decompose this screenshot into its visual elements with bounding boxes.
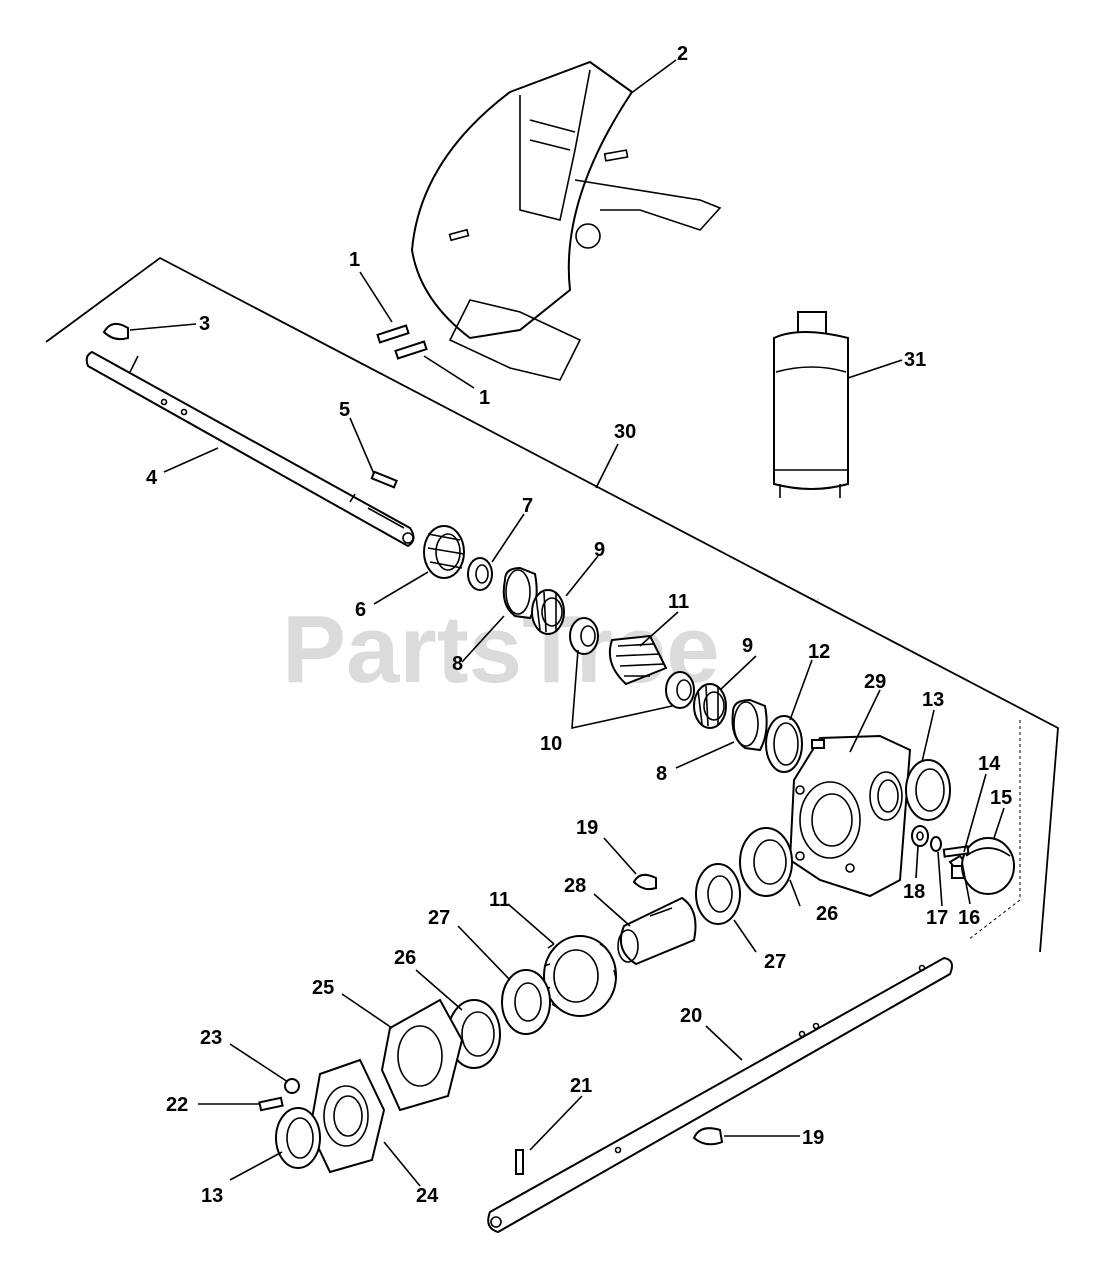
leader-lines bbox=[129, 59, 1005, 1187]
callout-14: 14 bbox=[978, 753, 1001, 775]
flange-bearing-part[interactable] bbox=[739, 827, 793, 897]
callout-13: 13 bbox=[201, 1185, 223, 1207]
worm-shaft-part[interactable] bbox=[85, 350, 415, 548]
chute-housing-part[interactable] bbox=[410, 60, 722, 381]
washer-part[interactable] bbox=[467, 557, 493, 591]
callout-9: 9 bbox=[742, 635, 753, 657]
callout-19: 19 bbox=[802, 1127, 824, 1149]
callout-4: 4 bbox=[146, 467, 158, 489]
callout-26: 26 bbox=[816, 903, 838, 925]
spring-part[interactable] bbox=[423, 525, 465, 579]
spacer-part[interactable] bbox=[665, 671, 695, 709]
callout-30: 30 bbox=[614, 421, 636, 443]
lockwasher-part[interactable] bbox=[930, 836, 942, 852]
callout-19: 19 bbox=[576, 817, 598, 839]
impeller-shaft-part[interactable] bbox=[487, 956, 953, 1234]
callout-15: 15 bbox=[990, 787, 1012, 809]
cap-screw-part[interactable] bbox=[258, 1096, 284, 1112]
worm-gear-part[interactable] bbox=[608, 634, 668, 686]
callout-23: 23 bbox=[200, 1027, 222, 1049]
key-part[interactable] bbox=[102, 322, 129, 341]
callout-8: 8 bbox=[452, 653, 463, 675]
callout-28: 28 bbox=[564, 875, 586, 897]
gear-case-part[interactable] bbox=[788, 734, 912, 898]
thrust-washer-part[interactable] bbox=[501, 969, 551, 1035]
gear-hub-part[interactable] bbox=[617, 896, 697, 966]
bearing-cup-part[interactable] bbox=[731, 698, 768, 752]
lubricant-bottle-part[interactable] bbox=[773, 311, 849, 498]
tapered-bearing-part[interactable] bbox=[693, 683, 727, 729]
thrust-washer-part[interactable] bbox=[695, 863, 741, 925]
callout-5: 5 bbox=[339, 399, 350, 421]
key-part[interactable] bbox=[692, 1127, 724, 1146]
callout-1: 1 bbox=[479, 387, 490, 409]
callout-29: 29 bbox=[864, 671, 886, 693]
screw-part[interactable] bbox=[942, 845, 970, 858]
spacer-part[interactable] bbox=[569, 617, 599, 655]
cap-part[interactable] bbox=[961, 837, 1015, 895]
callout-11: 11 bbox=[668, 591, 689, 613]
callout-10: 10 bbox=[540, 733, 562, 755]
callout-8: 8 bbox=[656, 763, 667, 785]
callout-1: 1 bbox=[349, 249, 360, 271]
callout-24: 24 bbox=[416, 1185, 439, 1207]
retaining-ring-part[interactable] bbox=[765, 715, 803, 773]
callout-20: 20 bbox=[680, 1005, 702, 1027]
assembly-frame bbox=[45, 256, 1059, 953]
worm-gear-part[interactable] bbox=[543, 935, 617, 1017]
callout-3: 3 bbox=[199, 313, 210, 335]
roll-pin-part[interactable] bbox=[515, 1149, 524, 1175]
callout-11: 11 bbox=[489, 889, 510, 911]
callout-31: 31 bbox=[904, 349, 926, 371]
callout-21: 21 bbox=[570, 1075, 592, 1097]
callout-13: 13 bbox=[922, 689, 944, 711]
callout-2: 2 bbox=[677, 43, 688, 65]
square-key-part[interactable] bbox=[370, 470, 398, 489]
callout-27: 27 bbox=[428, 907, 450, 929]
flat-washer-part[interactable] bbox=[911, 825, 929, 847]
seal-part[interactable] bbox=[275, 1107, 321, 1169]
callout-18: 18 bbox=[903, 881, 925, 903]
callout-27: 27 bbox=[764, 951, 786, 973]
gear-cover-part[interactable] bbox=[308, 1058, 386, 1174]
tapered-bearing-part[interactable] bbox=[531, 589, 565, 635]
callout-22: 22 bbox=[166, 1094, 188, 1116]
flange-bearing-part[interactable] bbox=[447, 999, 501, 1069]
callout-labels: 1 1 2 3 4 5 6 7 8 8 9 9 10 11 11 12 13 1… bbox=[146, 43, 1012, 1207]
pin-part[interactable] bbox=[376, 324, 428, 360]
gasket-part[interactable] bbox=[380, 998, 464, 1112]
callout-9: 9 bbox=[594, 539, 605, 561]
callout-7: 7 bbox=[522, 495, 533, 517]
callout-12: 12 bbox=[808, 641, 830, 663]
seal-part[interactable] bbox=[905, 759, 951, 821]
callout-17: 17 bbox=[926, 907, 948, 929]
key-part[interactable] bbox=[632, 873, 657, 891]
callout-26: 26 bbox=[394, 947, 416, 969]
callout-6: 6 bbox=[355, 599, 366, 621]
callout-25: 25 bbox=[312, 977, 334, 999]
star-lockwasher-part[interactable] bbox=[284, 1078, 300, 1094]
callout-16: 16 bbox=[958, 907, 980, 929]
